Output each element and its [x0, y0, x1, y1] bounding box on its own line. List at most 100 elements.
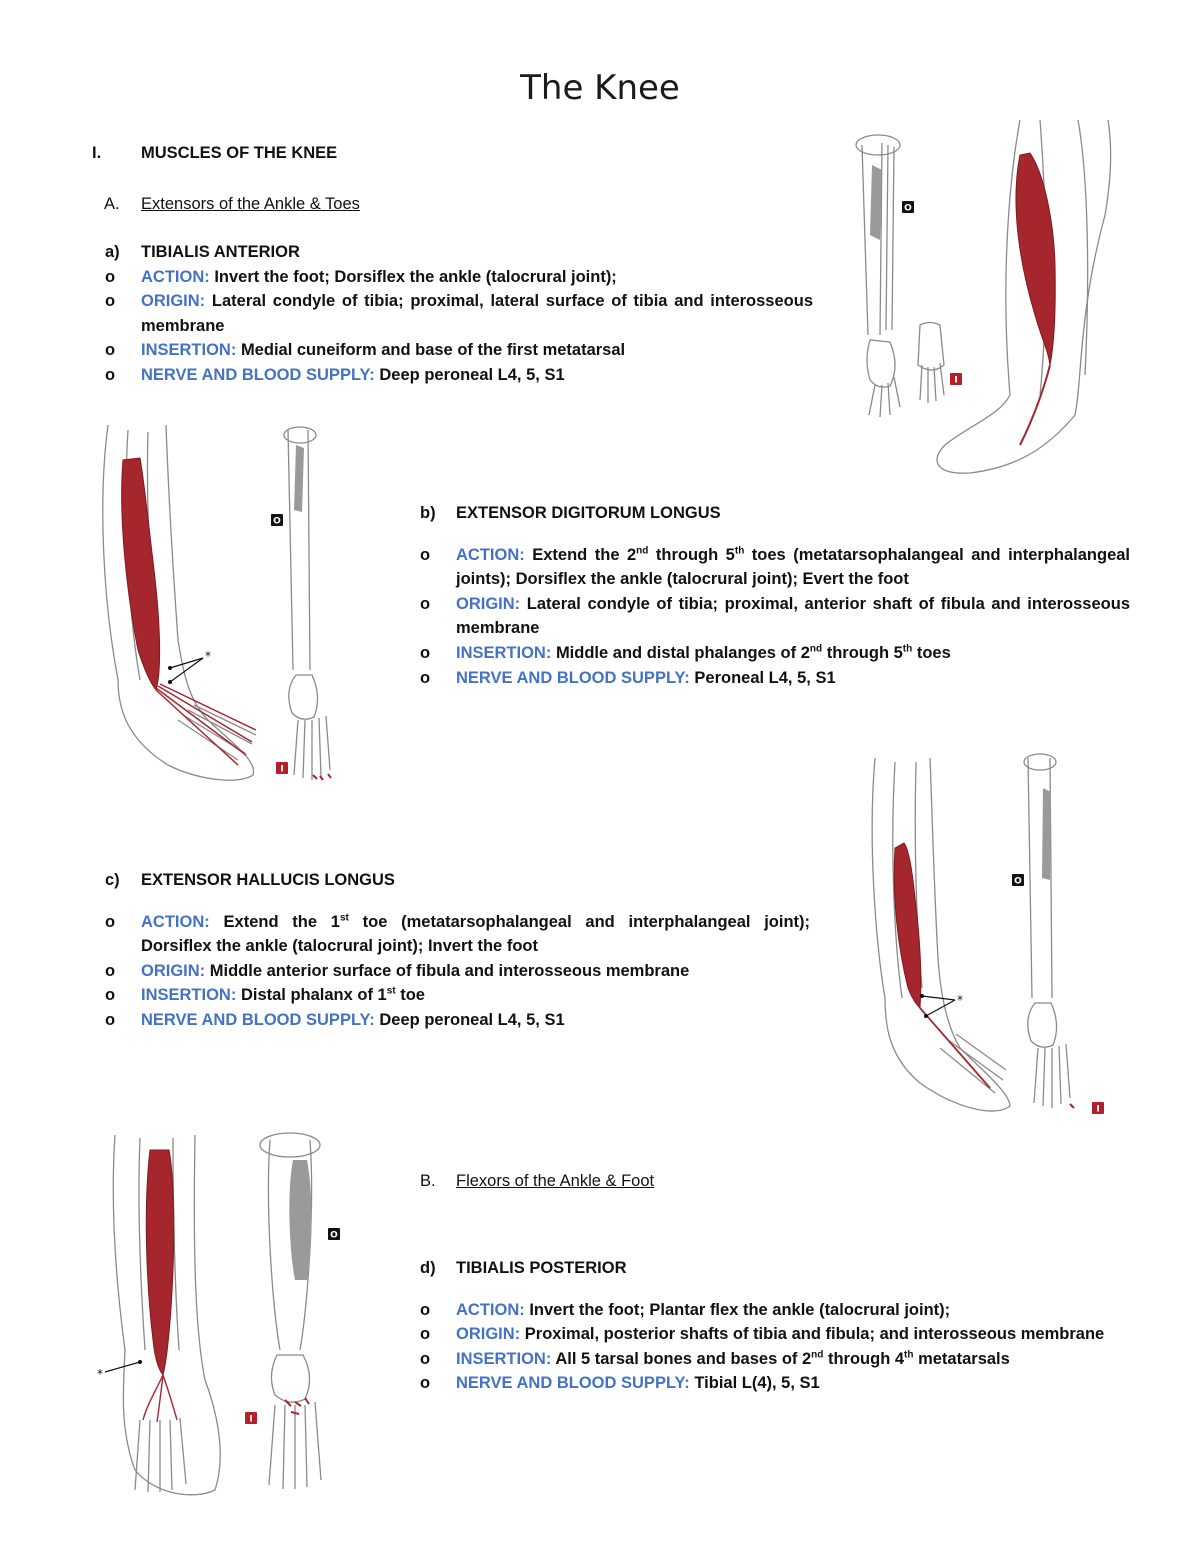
- action-text: Extend the 1: [223, 912, 340, 931]
- insertion-item: o INSERTION: All 5 tarsal bones and base…: [420, 1347, 1140, 1372]
- bullet: o: [420, 643, 431, 662]
- action-label: ACTION:: [141, 912, 210, 931]
- nerve-item: o NERVE AND BLOOD SUPPLY: Deep peroneal …: [105, 363, 813, 388]
- insertion-badge-label: I: [280, 765, 283, 775]
- origin-label: ORIGIN:: [141, 292, 206, 311]
- action-label: ACTION:: [456, 1300, 525, 1319]
- origin-label: ORIGIN:: [141, 961, 206, 980]
- muscle-letter: a): [105, 243, 120, 261]
- superscript: th: [902, 643, 913, 655]
- subsection-letter-b: B.: [420, 1172, 436, 1190]
- subsection-heading-b: Flexors of the Ankle & Foot: [456, 1172, 655, 1190]
- action-label: ACTION:: [456, 545, 525, 564]
- insertion-item: o INSERTION: Middle and distal phalanges…: [420, 641, 1130, 666]
- bullet: o: [420, 545, 431, 564]
- origin-badge: [902, 201, 914, 213]
- origin-text: Lateral condyle of tibia; proximal, late…: [141, 292, 813, 335]
- origin-text: Middle anterior surface of fibula and in…: [209, 961, 690, 980]
- muscle-letter: b): [420, 504, 436, 522]
- insertion-badge: [950, 373, 962, 385]
- origin-label: ORIGIN:: [456, 594, 521, 613]
- tendon-marker: *: [205, 649, 211, 663]
- bullet: o: [420, 1349, 431, 1368]
- insertion-text: Medial cuneiform and base of the first m…: [240, 341, 626, 360]
- insertion-label: INSERTION:: [456, 643, 552, 662]
- action-item: o ACTION: Extend the 2nd through 5th toe…: [420, 543, 1130, 592]
- muscle-block-extensor-hallucis-longus: c) EXTENSOR HALLUCIS LONGUS o ACTION: Ex…: [105, 868, 810, 1033]
- insertion-text: through 4: [823, 1349, 905, 1368]
- insertion-badge: [245, 1412, 257, 1424]
- muscle-block-extensor-digitorum-longus: b) EXTENSOR DIGITORUM LONGUS o ACTION: E…: [420, 501, 1130, 690]
- insertion-item: o INSERTION: Distal phalanx of 1st toe: [105, 983, 810, 1008]
- origin-badge-label: O: [1014, 877, 1022, 887]
- extensor-digitorum-longus-illustration: * O I: [102, 424, 332, 781]
- section-numeral: I.: [92, 144, 102, 162]
- action-label: ACTION:: [141, 267, 210, 286]
- bullet: o: [105, 961, 116, 980]
- action-item: o ACTION: Extend the 1st toe (metatarsop…: [105, 910, 810, 959]
- insertion-badge: [276, 762, 288, 774]
- tendon-marker: *: [957, 993, 963, 1007]
- insertion-label: INSERTION:: [456, 1349, 552, 1368]
- origin-badge-label: O: [330, 1231, 338, 1241]
- nerve-label: NERVE AND BLOOD SUPPLY:: [456, 668, 690, 687]
- origin-badge-label: O: [904, 204, 912, 214]
- muscle-title: d) TIBIALIS POSTERIOR: [420, 1256, 1140, 1281]
- bullet: o: [105, 341, 116, 360]
- bullet: o: [420, 594, 431, 613]
- muscle-title: c) EXTENSOR HALLUCIS LONGUS: [105, 868, 810, 893]
- action-item: o ACTION: Invert the foot; Plantar flex …: [420, 1298, 1140, 1323]
- insertion-text: metatarsals: [913, 1349, 1010, 1368]
- bullet: o: [105, 365, 116, 384]
- insertion-badge-label: I: [249, 1415, 252, 1425]
- nerve-text: Deep peroneal L4, 5, S1: [379, 365, 565, 384]
- muscle-letter: d): [420, 1259, 436, 1277]
- superscript: st: [339, 912, 349, 924]
- action-text: Extend the 2: [532, 545, 637, 564]
- bullet: o: [105, 267, 116, 286]
- tibialis-anterior-illustration: O I: [855, 119, 1112, 474]
- insertion-badge: [1092, 1102, 1104, 1114]
- insertion-badge-label: I: [954, 376, 957, 386]
- action-item: o ACTION: Invert the foot; Dorsiflex the…: [105, 265, 813, 290]
- bullet: o: [420, 1300, 431, 1319]
- bullet: o: [105, 292, 116, 311]
- muscle-letter: c): [105, 871, 120, 889]
- bullet: o: [105, 986, 116, 1005]
- bullet: o: [420, 668, 431, 687]
- insertion-text: Distal phalanx of 1: [240, 986, 387, 1005]
- origin-item: o ORIGIN: Lateral condyle of tibia; prox…: [105, 289, 813, 338]
- muscle-name: TIBIALIS POSTERIOR: [456, 1259, 627, 1277]
- insertion-text: toes: [912, 643, 951, 662]
- muscle-block-tibialis-posterior: d) TIBIALIS POSTERIOR o ACTION: Invert t…: [420, 1256, 1140, 1396]
- origin-badge-label: O: [273, 517, 281, 527]
- superscript: nd: [636, 545, 649, 557]
- nerve-label: NERVE AND BLOOD SUPPLY:: [456, 1374, 690, 1393]
- nerve-item: o NERVE AND BLOOD SUPPLY: Tibial L(4), 5…: [420, 1371, 1140, 1396]
- origin-text: Lateral condyle of tibia; proximal, ante…: [456, 594, 1130, 638]
- tendon-marker: *: [97, 1367, 103, 1381]
- muscle-name: EXTENSOR HALLUCIS LONGUS: [141, 871, 395, 889]
- insertion-item: o INSERTION: Medial cuneiform and base o…: [105, 338, 813, 363]
- insertion-label: INSERTION:: [141, 986, 237, 1005]
- muscle-name: TIBIALIS ANTERIOR: [141, 243, 300, 261]
- bullet: o: [420, 1325, 431, 1344]
- superscript: th: [734, 545, 745, 557]
- superscript: nd: [809, 643, 823, 655]
- superscript: st: [386, 985, 396, 997]
- tibialis-posterior-illustration: * O I: [97, 1132, 340, 1496]
- nerve-text: Peroneal L4, 5, S1: [694, 668, 836, 687]
- superscript: nd: [811, 1349, 824, 1361]
- nerve-label: NERVE AND BLOOD SUPPLY:: [141, 365, 375, 384]
- action-text: Invert the foot; Dorsiflex the ankle (ta…: [214, 267, 617, 286]
- origin-label: ORIGIN:: [456, 1325, 521, 1344]
- subsection-letter-a: A.: [104, 195, 120, 213]
- origin-badge: [1012, 874, 1024, 886]
- origin-item: o ORIGIN: Lateral condyle of tibia; prox…: [420, 592, 1130, 641]
- insertion-text: toe: [395, 986, 425, 1005]
- nerve-label: NERVE AND BLOOD SUPPLY:: [141, 1010, 375, 1029]
- muscle-title: b) EXTENSOR DIGITORUM LONGUS: [420, 501, 1130, 526]
- bullet: o: [105, 1010, 116, 1029]
- extensor-hallucis-longus-illustration: * O I: [871, 753, 1104, 1115]
- action-text: toe (metatarsophalangeal and interphalan…: [141, 912, 811, 956]
